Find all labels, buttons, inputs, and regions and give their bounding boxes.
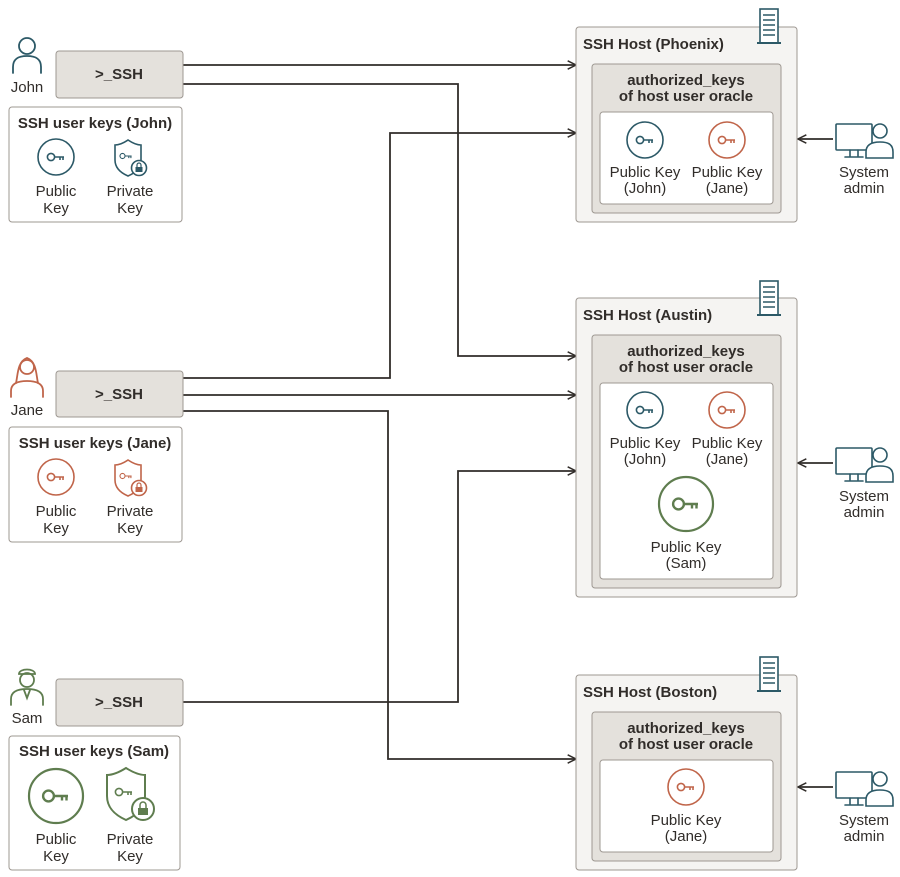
server-icon: [757, 656, 781, 692]
public-key-john-icon: [626, 391, 664, 429]
server-icon: [757, 8, 781, 44]
system-admin-icon: [835, 447, 894, 483]
public-key-jane-label: Public Key(Jane): [692, 435, 763, 468]
ssh-client-label: >_SSH: [95, 694, 143, 711]
user-keys-box: [8, 426, 183, 543]
public-key-jane-label: Public Key(Jane): [651, 812, 722, 845]
user-keys-title: SSH user keys (Jane): [19, 435, 172, 452]
public-key-sam-icon: [657, 475, 715, 533]
user-name: Jane: [11, 402, 44, 419]
connection-jane-boston: [183, 410, 576, 759]
private-key-shield-icon: [114, 139, 148, 177]
public-key-icon: [27, 767, 85, 825]
public-key-john-icon: [626, 121, 664, 159]
public-key-john-label: Public Key(John): [610, 435, 681, 468]
ssh-client-button[interactable]: [55, 50, 184, 99]
public-key-icon: [37, 138, 75, 176]
public-key-jane-icon: [708, 121, 746, 159]
ssh-client-button[interactable]: [55, 678, 184, 727]
user-keys-title: SSH user keys (Sam): [19, 743, 169, 760]
ssh-client-button[interactable]: [55, 370, 184, 418]
user-keys-title: SSH user keys (John): [18, 115, 172, 132]
keys-panel: [599, 382, 774, 580]
public-key-jane-icon: [667, 768, 705, 806]
connections: [183, 65, 833, 787]
keys-panel: [599, 111, 774, 205]
public-key-jane-icon: [708, 391, 746, 429]
host-title: SSH Host (Austin): [583, 307, 712, 324]
public-key-john-label: Public Key(John): [610, 164, 681, 197]
public-key-jane-label: Public Key(Jane): [692, 164, 763, 197]
person-female-icon: [10, 357, 44, 398]
user-keys-box: [8, 106, 183, 223]
ssh-client-label: >_SSH: [95, 66, 143, 83]
user-name: Sam: [12, 710, 43, 727]
private-key-shield-icon: [114, 459, 148, 497]
ssh-client-label: >_SSH: [95, 386, 143, 403]
public-key-sam-label: Public Key(Sam): [651, 539, 722, 572]
person-icon: [12, 37, 42, 74]
server-icon: [757, 280, 781, 316]
public-key-icon: [37, 458, 75, 496]
keys-panel: [599, 759, 774, 853]
host-title: SSH Host (Boston): [583, 684, 717, 701]
system-admin-icon: [835, 771, 894, 807]
private-key-shield-icon: [106, 766, 155, 822]
host-title: SSH Host (Phoenix): [583, 36, 724, 53]
system-admin-icon: [835, 123, 894, 159]
connection-john-austin: [183, 83, 576, 356]
user-name: John: [11, 79, 44, 96]
person-cap-icon: [10, 668, 44, 706]
connection-jane-phoenix: [183, 133, 576, 379]
connection-sam-austin: [183, 471, 576, 703]
